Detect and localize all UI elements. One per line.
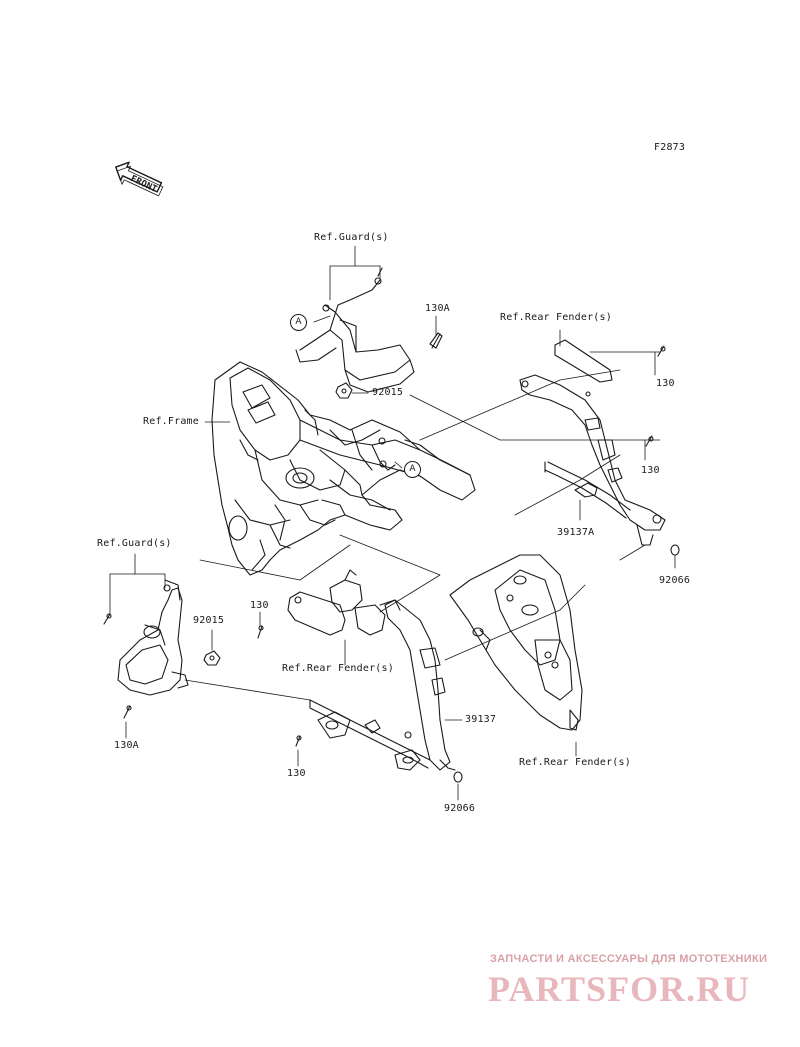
nut-92015-left-icon <box>203 650 221 666</box>
label-ref-rear-fender-top: Ref.Rear Fender(s) <box>500 312 612 323</box>
label-ref-rear-fender-mid: Ref.Rear Fender(s) <box>282 663 394 674</box>
label-ref-guard-left: Ref.Guard(s) <box>97 538 172 549</box>
label-ref-rear-fender-bottom: Ref.Rear Fender(s) <box>519 757 631 768</box>
bolt-130-mid-right-icon <box>645 435 654 447</box>
label-92066-bottom: 92066 <box>444 803 476 814</box>
rear-bracket-right-drawing <box>519 339 666 546</box>
label-ref-frame: Ref.Frame <box>143 416 199 427</box>
label-130-bottom: 130 <box>287 768 306 779</box>
bolt-130a-top-icon <box>429 332 443 349</box>
callout-a-frame: A <box>404 461 421 478</box>
bolt-130-top-right-icon <box>657 345 666 357</box>
leader-lines <box>109 245 676 801</box>
watermark-tagline: ЗАПЧАСТИ И АКСЕССУАРЫ ДЛЯ МОТОТЕХНИКИ <box>490 953 768 965</box>
label-130-left: 130 <box>250 600 269 611</box>
label-92015-top: 92015 <box>372 387 404 398</box>
label-ref-guard-top: Ref.Guard(s) <box>314 232 389 243</box>
label-130a-bottom: 130A <box>114 740 139 751</box>
label-130-mid-right: 130 <box>641 465 660 476</box>
bolt-guard-left-icon <box>103 613 112 625</box>
frame-drawing <box>211 361 476 576</box>
cap-92066-right-icon <box>670 544 680 556</box>
cap-92066-bottom-icon <box>453 771 463 783</box>
label-39137: 39137 <box>465 714 497 725</box>
guard-top-drawing <box>295 267 415 393</box>
watermark-logo: PARTSFOR.RU <box>488 969 751 1009</box>
guard-left-drawing <box>117 579 189 696</box>
label-92066-right: 92066 <box>659 575 691 586</box>
rear-fender-bottom-drawing <box>449 554 583 731</box>
front-arrow-icon <box>115 161 164 197</box>
label-39137a: 39137A <box>557 527 595 538</box>
bolt-130-bottom-icon <box>295 735 302 747</box>
figure-code: F2873 <box>654 142 686 153</box>
label-130a-top: 130A <box>425 303 450 314</box>
bolt-130-left-icon <box>257 625 264 639</box>
nut-92015-top-icon <box>335 382 353 399</box>
label-92015-left: 92015 <box>193 615 225 626</box>
rear-bracket-lower-drawing <box>309 599 456 771</box>
rear-fender-mid-drawing <box>287 569 401 636</box>
label-130-top-right: 130 <box>656 378 675 389</box>
bolt-130a-bottom-icon <box>123 705 132 719</box>
callout-a-top: A <box>290 314 307 331</box>
